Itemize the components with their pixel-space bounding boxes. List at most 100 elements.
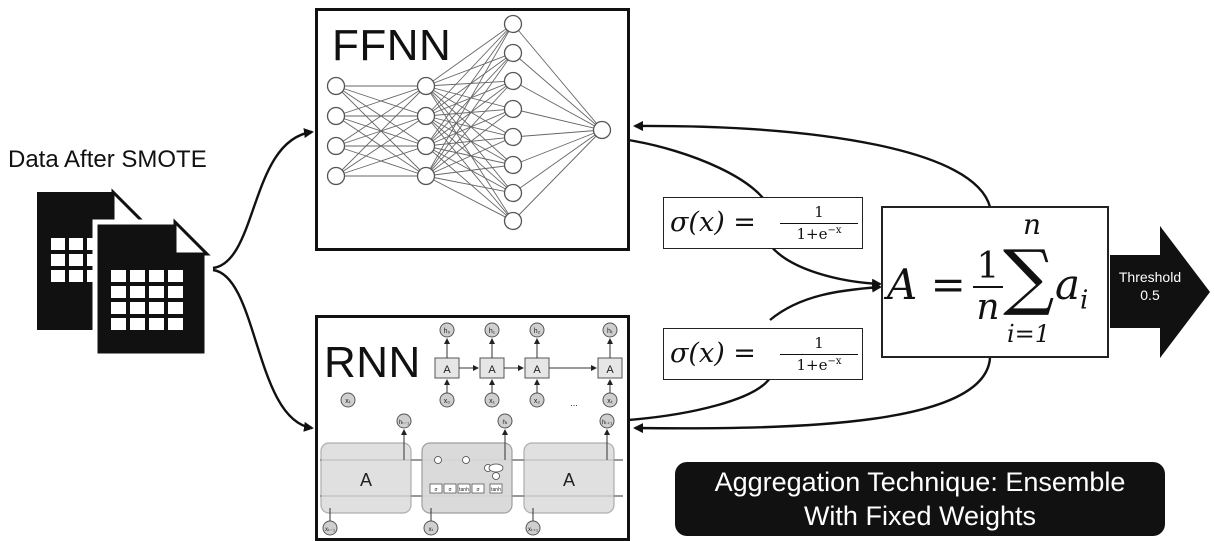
- ffnn-neuron: [503, 211, 523, 231]
- ffnn-connection: [425, 80, 514, 117]
- sum-symbol: ∑: [1003, 234, 1055, 318]
- ffnn-connection: [425, 80, 514, 177]
- ffnn-connection: [512, 52, 603, 131]
- ffnn-connection: [335, 85, 427, 177]
- ffnn-connection: [425, 136, 514, 147]
- lstm-input-label: xₜ₊₁: [528, 527, 538, 533]
- ffnn-box: FFNN: [315, 8, 630, 251]
- lstm-tanh-op: [488, 463, 504, 473]
- lstm-output-node: [599, 413, 615, 429]
- ffnn-connection: [425, 85, 514, 194]
- ffnn-neuron: [592, 120, 612, 140]
- sum-upper-limit: n: [1023, 208, 1042, 241]
- ffnn-connection: [425, 115, 514, 194]
- rnn-title: RNN: [324, 338, 421, 387]
- rnn-output-node: [602, 322, 618, 338]
- ffnn-neuron: [326, 106, 346, 126]
- ffnn-connection: [425, 164, 514, 177]
- ffnn-connection: [425, 115, 514, 138]
- ffnn-connection: [425, 80, 514, 87]
- lstm-pointwise-op: [462, 456, 470, 464]
- ffnn-connection: [425, 52, 514, 177]
- aggregate-formula-box: A = 1 n n ∑ i=1 ai: [881, 206, 1109, 358]
- rnn-output-label: h₂: [534, 328, 541, 335]
- lstm-output-node: [497, 413, 513, 429]
- ffnn-connection: [425, 108, 514, 147]
- lstm-output-node: [396, 413, 412, 429]
- rnn-single-input-label: xₜ: [345, 398, 351, 405]
- lstm-cell: [320, 442, 412, 514]
- rnn-input-label: xₜ: [607, 398, 613, 405]
- lstm-output-label: hₜ: [502, 420, 507, 426]
- lstm-pointwise-op: [434, 456, 442, 464]
- aggregation-technique-note: Aggregation Technique: Ensemble With Fix…: [675, 462, 1165, 536]
- rnn-unrolled-cell-label: A: [533, 364, 541, 376]
- ffnn-neuron: [416, 166, 436, 186]
- lstm-output-label: hₜ₋₁: [399, 420, 409, 426]
- sum-lower-limit: i=1: [1007, 320, 1051, 348]
- ffnn-connection: [425, 145, 514, 194]
- lstm-gate-label: σ: [476, 487, 480, 493]
- ffnn-neuron: [503, 71, 523, 91]
- ffnn-connection: [512, 23, 603, 131]
- ffnn-connection: [425, 145, 514, 222]
- ffnn-neuron: [416, 76, 436, 96]
- lstm-gate-box: [443, 483, 457, 494]
- threshold-label: Threshold 0.5: [1118, 269, 1182, 303]
- lstm-gate-box: [457, 483, 471, 494]
- ffnn-connection: [425, 136, 514, 177]
- aggregation-note-line2: With Fixed Weights: [803, 501, 1037, 531]
- sigmoid-numerator: 1: [814, 334, 824, 352]
- lstm-input-label: xₜ: [429, 527, 434, 533]
- rnn-unrolled-cell-label: A: [606, 364, 614, 376]
- ffnn-network-diagram: [326, 14, 612, 231]
- rnn-input-label: x₂: [534, 398, 541, 405]
- ffnn-title: FFNN: [332, 21, 452, 70]
- rnn-output-node: [484, 322, 500, 338]
- ffnn-connection: [425, 115, 514, 222]
- ffnn-connection: [425, 23, 514, 177]
- arrow-data-to-rnn: [212, 268, 314, 432]
- sigmoid-formula-top: σ(x) = 1 1+e−x: [663, 197, 863, 249]
- lstm-input-label: xₜ₋₁: [325, 527, 335, 533]
- lstm-gate-box: [429, 483, 443, 494]
- lstm-pointwise-op: [492, 472, 500, 480]
- lstm-gate-label: tanh: [491, 487, 501, 493]
- lstm-output-label: hₜ₊₁: [602, 420, 612, 426]
- ffnn-connection: [425, 23, 514, 117]
- aggregate-lhs: A =: [887, 260, 966, 309]
- lstm-gate-box: [471, 483, 485, 494]
- ffnn-neuron: [326, 136, 346, 156]
- lstm-cell-label: A: [563, 470, 575, 490]
- ffnn-connection: [512, 129, 603, 138]
- ffnn-neuron: [503, 14, 523, 34]
- ffnn-connection: [425, 175, 514, 222]
- rnn-output-label: h₁: [489, 328, 496, 335]
- ffnn-connection: [425, 145, 514, 166]
- lstm-gate-label: σ: [434, 487, 438, 493]
- ffnn-neuron: [416, 136, 436, 156]
- lstm-cell: [523, 442, 615, 514]
- aggregation-note-line1: Aggregation Technique: Ensemble: [714, 467, 1126, 497]
- sigmoid-numerator: 1: [814, 203, 824, 221]
- spreadsheet-files-icon: [37, 188, 211, 359]
- sigmoid-lhs: σ(x) =: [670, 338, 756, 369]
- rnn-ellipsis: ...: [570, 398, 578, 408]
- sigmoid-denominator: 1+e−x: [796, 356, 842, 374]
- sigmoid-lhs: σ(x) =: [670, 207, 756, 238]
- ffnn-connection: [335, 85, 427, 117]
- rnn-input-label: x₁: [489, 398, 496, 405]
- rnn-unrolled-cell-label: A: [488, 364, 496, 376]
- rnn-output-label: h₀: [444, 328, 451, 335]
- ffnn-connection: [425, 85, 514, 138]
- ffnn-neuron: [503, 183, 523, 203]
- ffnn-connection: [335, 115, 427, 177]
- arrow-aggregate-to-rnn: [633, 357, 992, 434]
- ffnn-connection: [425, 85, 514, 166]
- ffnn-connection: [425, 85, 514, 110]
- lstm-gate-label: σ: [448, 487, 452, 493]
- ffnn-neuron: [503, 43, 523, 63]
- data-label: Data After SMOTE: [8, 146, 207, 173]
- ffnn-connection: [425, 108, 514, 117]
